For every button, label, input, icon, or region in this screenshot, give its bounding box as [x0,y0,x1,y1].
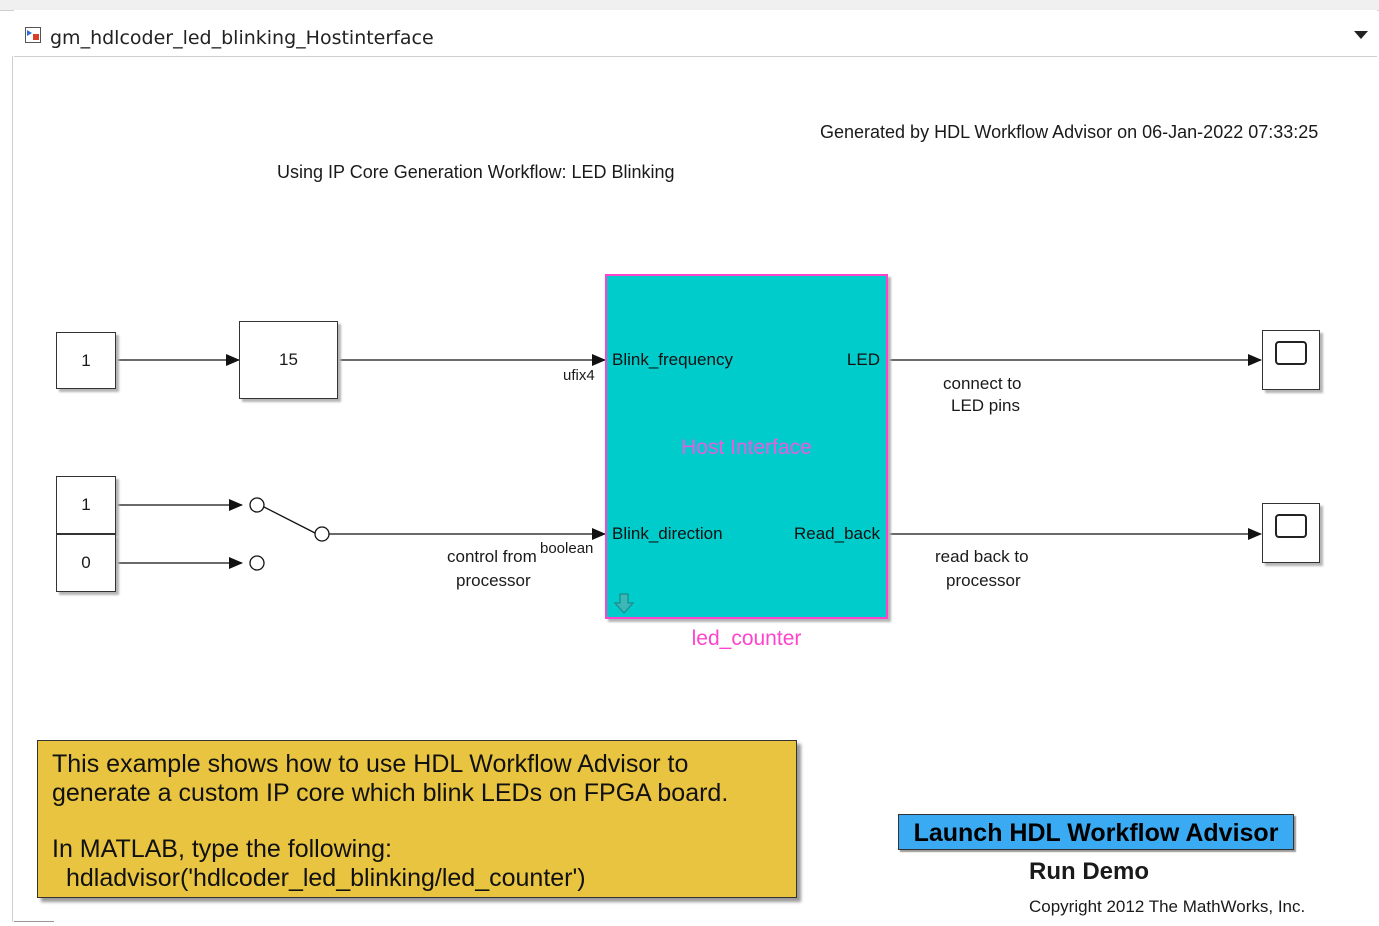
launch-workflow-advisor-button[interactable]: Launch HDL Workflow Advisor [898,814,1294,850]
switch-constant-0[interactable]: 0 [56,534,116,592]
subsystem-led-counter[interactable]: Blink_frequency LED Host Interface Blink… [605,274,888,619]
description-note: This example shows how to use HDL Workfl… [37,740,797,898]
note-line-3: In MATLAB, type the following: [52,835,392,863]
in-port-blink-direction: Blink_direction [612,524,723,543]
scope-screen [1275,514,1307,538]
run-demo-link[interactable]: Run Demo [1029,858,1149,885]
copyright-text: Copyright 2012 The MathWorks, Inc. [1029,897,1306,916]
switch-arm [263,506,316,534]
switch-input-2 [249,555,265,571]
chevron-down-icon[interactable] [1352,28,1370,42]
model-tab-bar: gm_hdlcoder_led_blinking_Hostinterface [14,10,1377,57]
scope-icon[interactable] [1262,503,1320,563]
generated-info: Generated by HDL Workflow Advisor on 06-… [820,122,1319,142]
signal-label-control-line1: control from [447,547,537,566]
canvas-left-edge [12,56,13,922]
signal-label-led-line2: LED pins [951,396,1020,415]
signal-type-boolean: boolean [540,540,594,557]
note-line-1: This example shows how to use HDL Workfl… [52,750,689,778]
signal-label-read-line1: read back to [935,547,1029,566]
subsystem-link-icon[interactable] [613,592,635,616]
switch-pivot [314,526,330,542]
signal-label-read-line2: processor [946,571,1021,590]
scope-icon[interactable] [1262,330,1320,390]
out-port-read-back: Read_back [793,524,880,543]
subsystem-name: led_counter [691,627,802,650]
simulink-model-icon [25,27,41,43]
canvas-bottom-marker [14,921,54,922]
switch-constant-1[interactable]: 1 [56,476,116,534]
in-port-blink-frequency: Blink_frequency [612,350,733,369]
switch-input-1 [249,497,265,513]
scope-screen [1275,341,1307,365]
out-port-led: LED [846,350,880,369]
constant-block-1[interactable]: 1 [56,332,116,389]
model-title: gm_hdlcoder_led_blinking_Hostinterface [50,27,434,49]
signal-type-ufix4: ufix4 [563,367,595,384]
constant-block-15[interactable]: 15 [239,321,338,399]
note-line-2: generate a custom IP core which blink LE… [52,779,729,807]
subsystem-center-label: Host Interface [681,436,812,459]
signal-label-led-line1: connect to [943,374,1022,393]
model-subtitle: Using IP Core Generation Workflow: LED B… [277,162,675,182]
signal-label-control-line2: processor [456,571,531,590]
note-line-4: hdladvisor('hdlcoder_led_blinking/led_co… [66,864,586,892]
